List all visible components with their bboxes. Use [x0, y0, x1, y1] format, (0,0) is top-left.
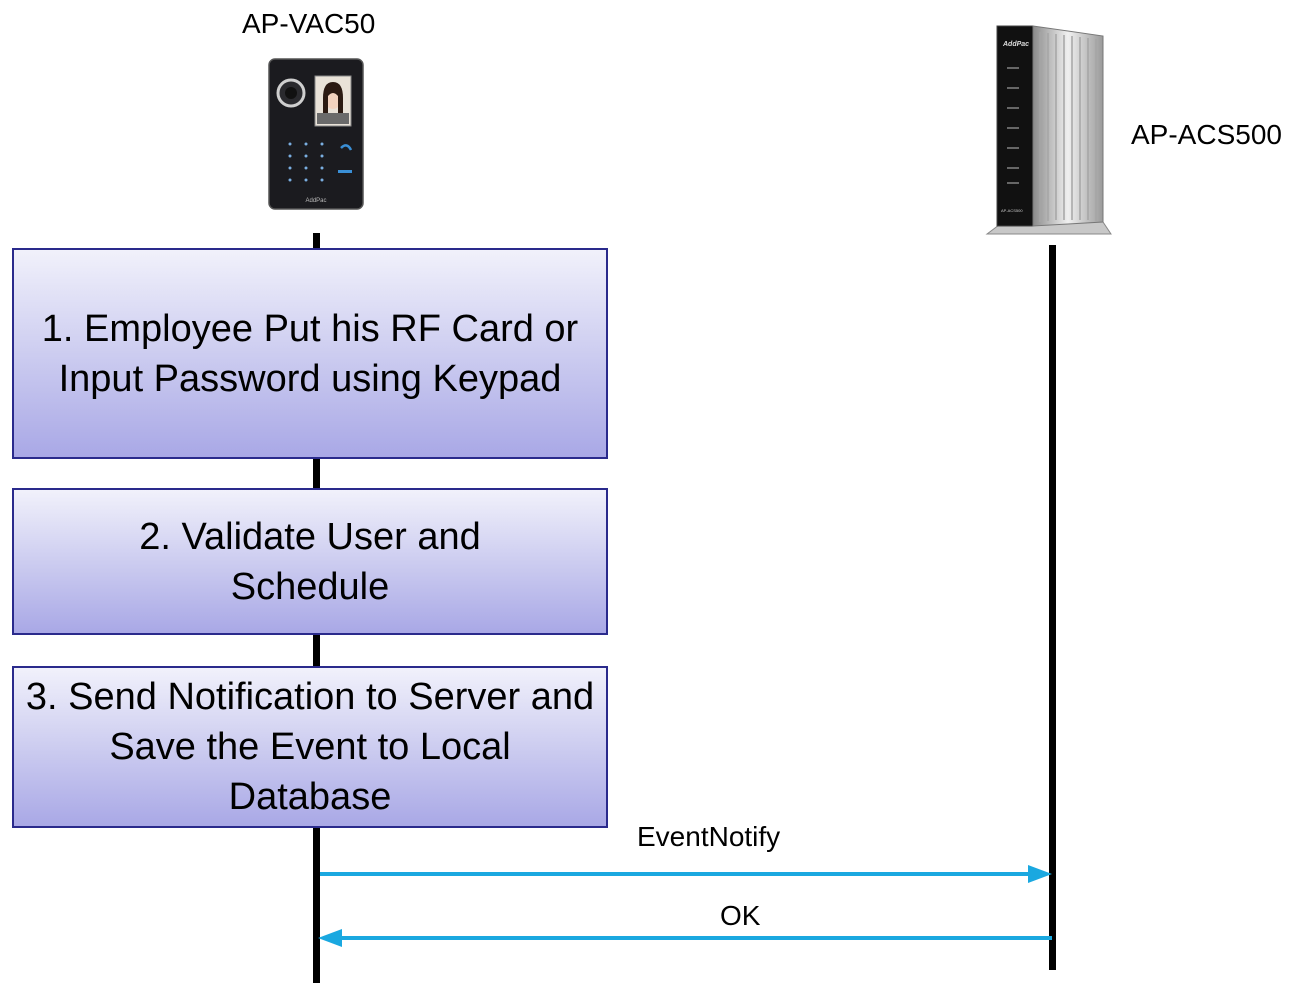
message-arrow-eventnotify	[320, 865, 1052, 883]
server-appliance-device-image: AddPac AP-ACS500	[985, 22, 1113, 240]
access-terminal-device-image: AddPac	[268, 58, 364, 210]
participant-label-right: AP-ACS500	[1131, 119, 1282, 150]
server-brand-text: AddPac	[1002, 41, 1029, 48]
message-label-ok: OK	[720, 900, 761, 931]
step-label-3: 3. Send Notification to Server and Save …	[25, 676, 595, 818]
step-box-3: 3. Send Notification to Server and Save …	[12, 666, 608, 828]
terminal-brand-text: AddPac	[305, 198, 326, 204]
participant-label-left: AP-VAC50	[242, 8, 376, 39]
message-label-eventnotify: EventNotify	[637, 821, 781, 852]
lifeline-right	[1049, 245, 1056, 970]
step-label-2: 2. Validate User and Schedule	[139, 515, 481, 608]
step-label-1: 1. Employee Put his RF Card or Input Pas…	[41, 307, 579, 400]
message-arrow-ok	[318, 929, 1052, 947]
server-model-text: AP-ACS500	[1001, 208, 1023, 213]
step-box-1: 1. Employee Put his RF Card or Input Pas…	[12, 248, 608, 459]
step-box-2: 2. Validate User and Schedule	[12, 488, 608, 635]
